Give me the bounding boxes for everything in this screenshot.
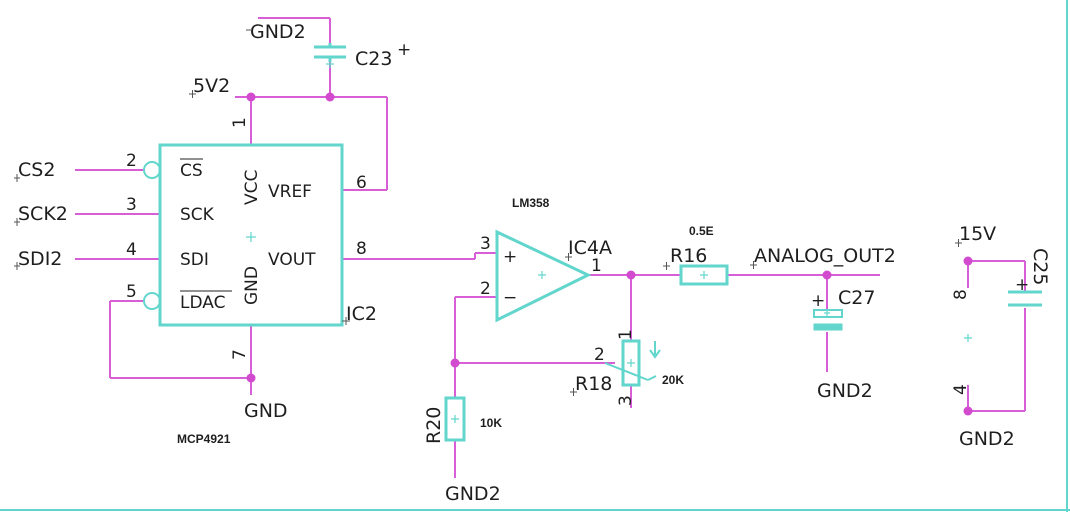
ic2-pin6-number: 6 [356, 173, 367, 193]
pin-sdi-label: SDI [180, 250, 209, 270]
c27-plus-mark: + [811, 291, 825, 311]
power-pin8-number: 8 [951, 289, 971, 300]
gnd-r20-label: GND2 [445, 483, 501, 505]
c27-label: C27 [838, 287, 875, 309]
r16-label: R16 [670, 245, 707, 267]
opamp-pin3-number: 3 [480, 234, 491, 254]
ic2-dac-chip[interactable]: CS SCK SDI LDAC VREF VOUT VCC GND 1 2 3 … [126, 117, 367, 360]
junction-dot [822, 270, 832, 280]
r20-label: R20 [423, 407, 445, 444]
mcp4921-part-label: MCP4921 [177, 432, 231, 446]
ic2-pin5-number: 5 [126, 282, 137, 302]
pin-gnd-label: GND [242, 266, 262, 305]
capacitor-c23[interactable]: C23 + [314, 40, 411, 70]
r18-pin1-number: 1 [616, 329, 636, 340]
ic4a-label: IC4A [568, 237, 612, 259]
sck2-label: SCK2 [18, 203, 68, 225]
gnd-c27-label: GND2 [817, 380, 873, 402]
sdi2-label: SDI2 [18, 248, 62, 270]
resistor-r20[interactable]: R20 10K [423, 396, 502, 444]
5v2-label: 5V2 [193, 75, 230, 97]
resistor-r16[interactable]: R16 0.5E [670, 224, 729, 286]
lm358-part-label: LM358 [512, 196, 550, 210]
r18-pin2-number: 2 [594, 345, 605, 365]
15v-label: 15V [959, 223, 996, 245]
pin-vref-label: VREF [268, 182, 312, 202]
analog-out2-label: ANALOG_OUT2 [754, 245, 896, 267]
ic2-pin3-number: 3 [126, 195, 137, 215]
junctions [246, 92, 973, 416]
junction-dot [626, 270, 636, 280]
pin-vout-label: VOUT [268, 250, 316, 270]
c23-label: C23 [355, 48, 392, 70]
r18-label: R18 [575, 373, 612, 395]
c23-plus-mark: + [397, 40, 411, 60]
c25-plus-mark: + [1015, 275, 1029, 295]
gnd-dac-label: GND [244, 400, 288, 422]
r20-value: 10K [480, 416, 502, 430]
ic2-label: IC2 [346, 303, 377, 325]
pin-sck-label: SCK [180, 205, 215, 225]
c25-label: C25 [1029, 248, 1051, 285]
opamp-plus-symbol: + [503, 247, 517, 267]
ic2-pin1-number: 1 [230, 117, 250, 128]
ic2-pin2-number: 2 [126, 151, 137, 171]
gnd-top-label: GND2 [250, 21, 306, 43]
ic2-pin4-number: 4 [126, 240, 137, 260]
junction-dot [246, 92, 256, 102]
opamp-pin2-number: 2 [480, 279, 491, 299]
opamp-pin1-number: 1 [591, 256, 602, 276]
r18-pin3-number: 3 [616, 395, 636, 406]
ic2-pin7-number: 7 [230, 349, 250, 360]
pin-ldac-label: LDAC [180, 293, 225, 313]
pin-vcc-label: VCC [242, 170, 262, 205]
junction-dot [963, 256, 973, 266]
power-pin4-number: 4 [951, 384, 971, 395]
junction-dot [246, 373, 256, 383]
r18-value: 20K [662, 373, 684, 387]
junction-dot [450, 358, 460, 368]
wires [75, 17, 1026, 478]
pin-cs-label: CS [180, 161, 203, 181]
opamp-minus-symbol: − [503, 288, 517, 308]
capacitor-c27[interactable]: + C27 [811, 287, 875, 331]
potentiometer-r18[interactable]: 1 2 3 R18 20K [575, 329, 684, 406]
capacitor-c25[interactable]: + C25 [1008, 248, 1051, 307]
opamp-ic4a[interactable]: + − 3 2 1 [480, 229, 602, 323]
junction-dot [963, 406, 973, 416]
cs2-label: CS2 [18, 159, 55, 181]
r16-value: 0.5E [689, 224, 714, 238]
ic2-pin8-number: 8 [356, 239, 367, 259]
junction-dot [325, 92, 335, 102]
gnd-c25-label: GND2 [959, 428, 1015, 450]
power-pins-block: 8 4 [951, 289, 972, 395]
